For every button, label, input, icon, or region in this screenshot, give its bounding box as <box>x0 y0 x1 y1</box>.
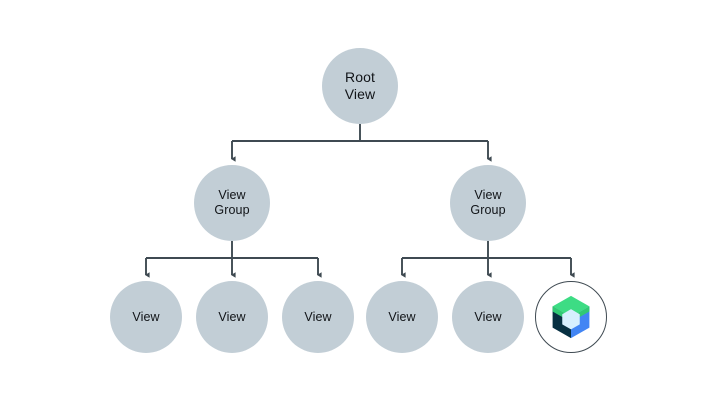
node-view-3[interactable]: View <box>282 281 354 353</box>
node-view-2[interactable]: View <box>196 281 268 353</box>
node-root-view[interactable]: Root View <box>322 48 398 124</box>
node-view-3-label: View <box>304 309 332 324</box>
node-view-group-left[interactable]: View Group <box>194 165 270 241</box>
node-compose-view[interactable] <box>535 281 607 353</box>
jetpack-compose-logo-icon <box>552 295 590 339</box>
node-root-view-label: Root View <box>344 69 376 102</box>
node-view-group-right[interactable]: View Group <box>450 165 526 241</box>
node-view-4[interactable]: View <box>366 281 438 353</box>
node-view-4-label: View <box>388 309 416 324</box>
node-view-5[interactable]: View <box>452 281 524 353</box>
node-view-1-label: View <box>132 309 160 324</box>
node-view-1[interactable]: View <box>110 281 182 353</box>
node-view-5-label: View <box>474 309 502 324</box>
node-view-group-right-label: View Group <box>470 188 506 217</box>
node-view-2-label: View <box>218 309 246 324</box>
node-view-group-left-label: View Group <box>214 188 250 217</box>
